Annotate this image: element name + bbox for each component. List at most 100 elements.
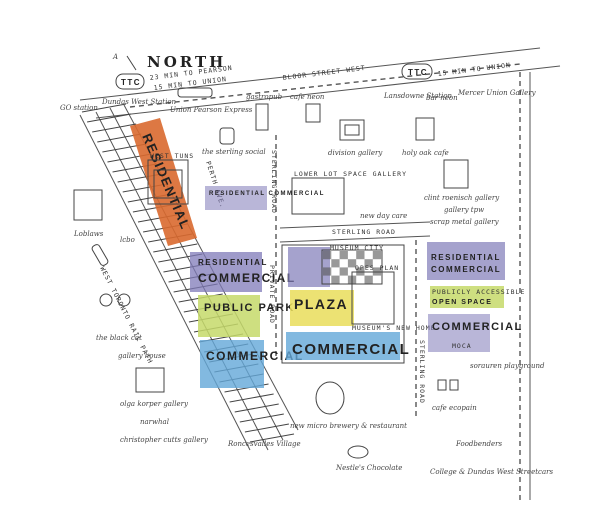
checker-square bbox=[339, 267, 348, 276]
cafe-neon-cup-icon: cafe neon bbox=[290, 93, 325, 123]
res-comm-top-block: RESIDENTIAL COMMERCIAL bbox=[205, 186, 325, 210]
compass-arrow-icon bbox=[126, 55, 137, 71]
checker-square bbox=[372, 251, 382, 260]
res-comm-left-1: RESIDENTIAL bbox=[198, 258, 268, 267]
lower-lot-gallery: LOWER LOT SPACE GALLERY bbox=[291, 170, 407, 215]
new-day-care-label: new day care bbox=[360, 212, 407, 220]
rail-tie bbox=[244, 423, 289, 433]
christopher-cutts-label: christopher cutts gallery bbox=[120, 436, 209, 444]
commercial-right-label: COMMERCIAL bbox=[432, 321, 523, 333]
sterling-right-label: STERLING ROAD bbox=[418, 340, 426, 404]
bicycle-icon bbox=[99, 293, 131, 307]
rail-path-label: WEST TORONTO RAIL PATH bbox=[98, 265, 154, 365]
gallery-house-label: gallery house bbox=[118, 352, 166, 360]
ttc-right-icon bbox=[401, 63, 433, 80]
lower-lot-label: LOWER LOT SPACE GALLERY bbox=[294, 170, 407, 178]
commercial-center-label: COMMERCIAL bbox=[292, 341, 410, 358]
cafe-neon-label: cafe neon bbox=[290, 93, 325, 101]
ttc-left-label: TTC bbox=[121, 78, 141, 87]
museum-city-label: MUSEUM CITY bbox=[330, 244, 384, 252]
plaza-label: PLAZA bbox=[294, 296, 348, 312]
foodbenders-label: Foodbenders bbox=[455, 440, 502, 448]
bar-neon-label: bar neon bbox=[426, 94, 458, 102]
mercer-union-label: Mercer Union Gallery bbox=[457, 89, 537, 97]
sterling-social-label: the sterling social bbox=[202, 148, 266, 156]
clint-frame-icon: clint roenisch gallery gallery tpw scrap… bbox=[424, 159, 500, 226]
rail-tie bbox=[239, 413, 284, 423]
opes-plan-label: OPES PLAN bbox=[355, 264, 399, 272]
bottle-icon: lcbo bbox=[91, 236, 135, 266]
candy-icon: Nestle's Chocolate bbox=[335, 445, 402, 472]
rail-tie bbox=[234, 403, 279, 413]
west-tuns-building: WEST TUNS bbox=[147, 152, 194, 205]
micro-brewery-label: new micro brewery & restaurant bbox=[290, 422, 407, 430]
north-compass: NORTH A bbox=[112, 53, 226, 71]
sterling-left-label: STERLING ROAD bbox=[270, 150, 278, 214]
moca-label: MOCA bbox=[452, 342, 472, 350]
lansdowne-station: Lansdowne Station bbox=[383, 92, 453, 100]
division-gallery-label: division gallery bbox=[328, 149, 383, 157]
jar-icon: the sterling social bbox=[202, 127, 266, 156]
sterling-road-left: STERLING ROAD bbox=[270, 135, 278, 360]
compass-direction: A bbox=[112, 53, 118, 61]
res-comm-right-2: COMMERCIAL bbox=[431, 265, 501, 274]
rail-tie bbox=[153, 243, 198, 253]
barrel-icon: new micro brewery & restaurant bbox=[290, 381, 407, 430]
checker-square bbox=[339, 251, 348, 260]
res-comm-left-2: COMMERCIAL bbox=[198, 271, 296, 285]
nestle-label: Nestle's Chocolate bbox=[335, 464, 402, 472]
public-park-label: PUBLIC PARK bbox=[204, 302, 295, 314]
res-comm-top-label: RESIDENTIAL COMMERCIAL bbox=[209, 191, 325, 197]
west-tuns-label: WEST TUNS bbox=[150, 152, 194, 160]
checker-square bbox=[331, 275, 340, 284]
loblaws-label: Loblaws bbox=[73, 230, 104, 238]
open-space-2: OPEN SPACE bbox=[432, 299, 492, 306]
roncesvalles-label: Roncesvalles Village bbox=[227, 440, 301, 448]
gastropub-label: gastropub bbox=[246, 93, 283, 101]
sterling-road-band: STERLING ROAD bbox=[279, 221, 431, 243]
central-block: MUSEUM CITY PLAZA OPES PLAN MUSEUM'S NEW… bbox=[281, 244, 435, 364]
train-icon bbox=[177, 87, 213, 98]
rail-tie bbox=[92, 123, 137, 133]
cafe-ecopain-label: cafe ecopain bbox=[432, 404, 477, 412]
checker-square bbox=[356, 251, 365, 260]
open-space-1: PUBLICLY ACCESSIBLE bbox=[432, 288, 525, 296]
checker-square bbox=[364, 259, 373, 268]
sorauren-label: sorauren playground bbox=[470, 362, 545, 370]
rail-tie bbox=[87, 113, 132, 123]
olga-korper-label: olga korper gallery bbox=[120, 400, 189, 408]
left-block-stack: RESIDENTIAL COMMERCIAL PUBLIC PARK COMME… bbox=[190, 252, 304, 388]
dundas-west-station: Dundas West Station bbox=[101, 98, 177, 106]
holy-oak-label: holy oak cafe bbox=[402, 149, 449, 157]
north-label: NORTH bbox=[147, 53, 226, 71]
college-dundas-label: College & Dundas West Streetcars bbox=[430, 468, 553, 476]
residential-block: RESIDENTIAL bbox=[130, 118, 197, 246]
lcbo-label: lcbo bbox=[120, 236, 135, 244]
right-block-stack: RESIDENTIAL COMMERCIAL PUBLICLY ACCESSIB… bbox=[427, 242, 525, 352]
checker-square bbox=[347, 259, 357, 268]
up-express-label: Union Pearson Express bbox=[170, 106, 253, 114]
ttc-left-icon bbox=[115, 73, 145, 90]
checker-square bbox=[331, 259, 340, 268]
private-road-label: PRIVATE ROAD bbox=[268, 265, 276, 324]
rail-tie bbox=[249, 433, 295, 443]
checker-square bbox=[323, 267, 332, 276]
go-station: GO station bbox=[60, 104, 98, 112]
checker-square bbox=[364, 275, 373, 284]
black-cat-label: the black cat bbox=[96, 334, 142, 342]
olga-frame-icon: olga korper gallery bbox=[120, 367, 189, 408]
cafe-cups-icon: cafe ecopain bbox=[432, 379, 477, 412]
loblaws-store-icon: Loblaws bbox=[73, 189, 104, 238]
narwhal-label: narwhal bbox=[140, 418, 169, 426]
commercial-left-label: COMMERCIAL bbox=[206, 349, 304, 363]
scrap-metal-label: scrap metal gallery bbox=[430, 218, 500, 226]
rail-tie bbox=[229, 393, 274, 403]
holy-oak-mug-icon: holy oak cafe bbox=[402, 117, 449, 157]
res-comm-right-1: RESIDENTIAL bbox=[431, 253, 501, 262]
rail-tie bbox=[81, 103, 127, 113]
ttc-right-label: TTC bbox=[408, 68, 428, 77]
gallery-tpw-label: gallery tpw bbox=[444, 206, 484, 214]
clint-roenisch-label: clint roenisch gallery bbox=[424, 194, 500, 202]
checker-square bbox=[323, 251, 332, 260]
